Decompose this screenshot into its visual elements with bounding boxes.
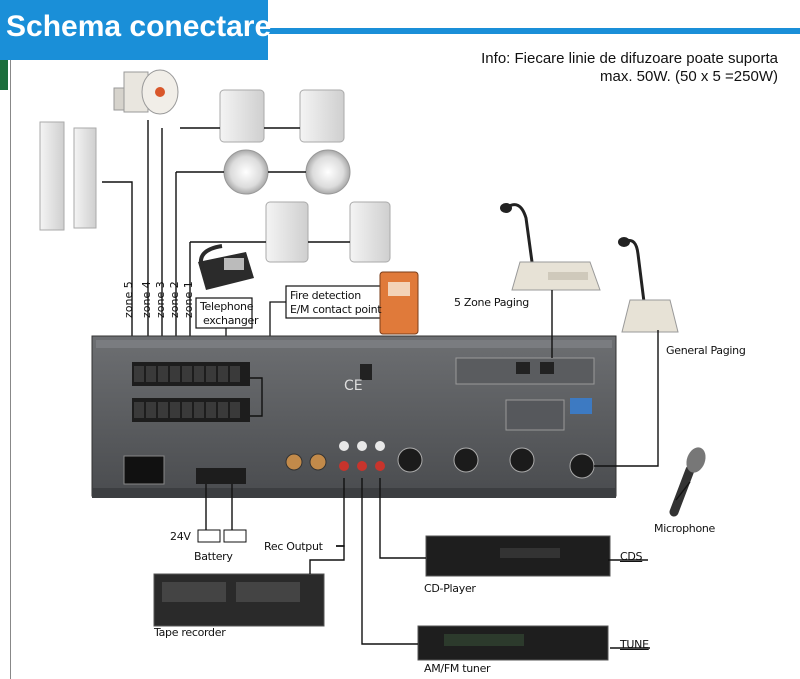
telephone-box (195, 297, 253, 329)
fire-label-2: E/M contact point (290, 303, 382, 316)
fire-box (285, 285, 391, 319)
paging-5zone-label: 5 Zone Paging (454, 296, 529, 309)
page-title: Schema conectare (6, 10, 272, 43)
battery-label: Battery (194, 550, 233, 563)
fire-label-1: Fire detection (290, 289, 361, 302)
signal-wiring (205, 290, 691, 649)
wall-speaker (219, 89, 391, 263)
cd-player-label: CD-Player (424, 582, 476, 595)
left-rule (10, 60, 11, 679)
info-line-1: Info: Fiecare linie de difuzoare poate s… (481, 50, 778, 67)
power-socket (123, 455, 165, 485)
info-note: Info: Fiecare linie de difuzoare poate s… (418, 50, 778, 86)
tuner (417, 625, 609, 661)
cd-player (425, 535, 611, 577)
header-rule (268, 28, 800, 34)
ceiling-speaker (223, 149, 351, 195)
battery-icon (197, 529, 247, 543)
microphone-icon (669, 447, 706, 517)
zone-label-2: zone 2 (168, 281, 181, 318)
paging-console-5zone (500, 203, 601, 291)
paging-console-general (618, 237, 679, 333)
rca-inputs (285, 441, 385, 471)
cd-tag-label: CDS (620, 550, 643, 563)
microphone-label: Microphone (654, 522, 716, 535)
zone-label-4: zone 4 (140, 281, 153, 318)
tape-recorder (153, 573, 325, 627)
telephone-icon (198, 244, 254, 290)
general-paging-label: General Paging (666, 344, 746, 357)
zone-label-3: zone 3 (154, 281, 167, 318)
speaker-wiring (102, 120, 350, 350)
rec-output-label: Rec Output (264, 540, 323, 553)
svg-text:CE: CE (344, 378, 363, 394)
battery-voltage-label: 24V (170, 530, 191, 543)
tape-recorder-label: Tape recorder (154, 626, 226, 639)
horn-speaker (113, 69, 179, 115)
zone-label-1: zone 1 (182, 281, 195, 318)
tune-tag-label: TUNE (620, 638, 649, 651)
header-bar (0, 0, 268, 60)
tuner-label: AM/FM tuner (424, 662, 491, 675)
terminal-strip (132, 362, 250, 422)
xlr-inputs (397, 447, 595, 479)
info-line-2: max. 50W. (50 x 5 =250W) (600, 68, 778, 85)
column-speakers (39, 121, 97, 231)
left-edge-marker (0, 60, 8, 90)
fire-detector-icon (379, 271, 419, 335)
telephone-label-1: Telephone (200, 300, 254, 313)
telephone-label-2: exchanger (203, 314, 259, 327)
dc-terminals (196, 468, 246, 484)
zone-label-5: zone 5 (122, 281, 135, 318)
